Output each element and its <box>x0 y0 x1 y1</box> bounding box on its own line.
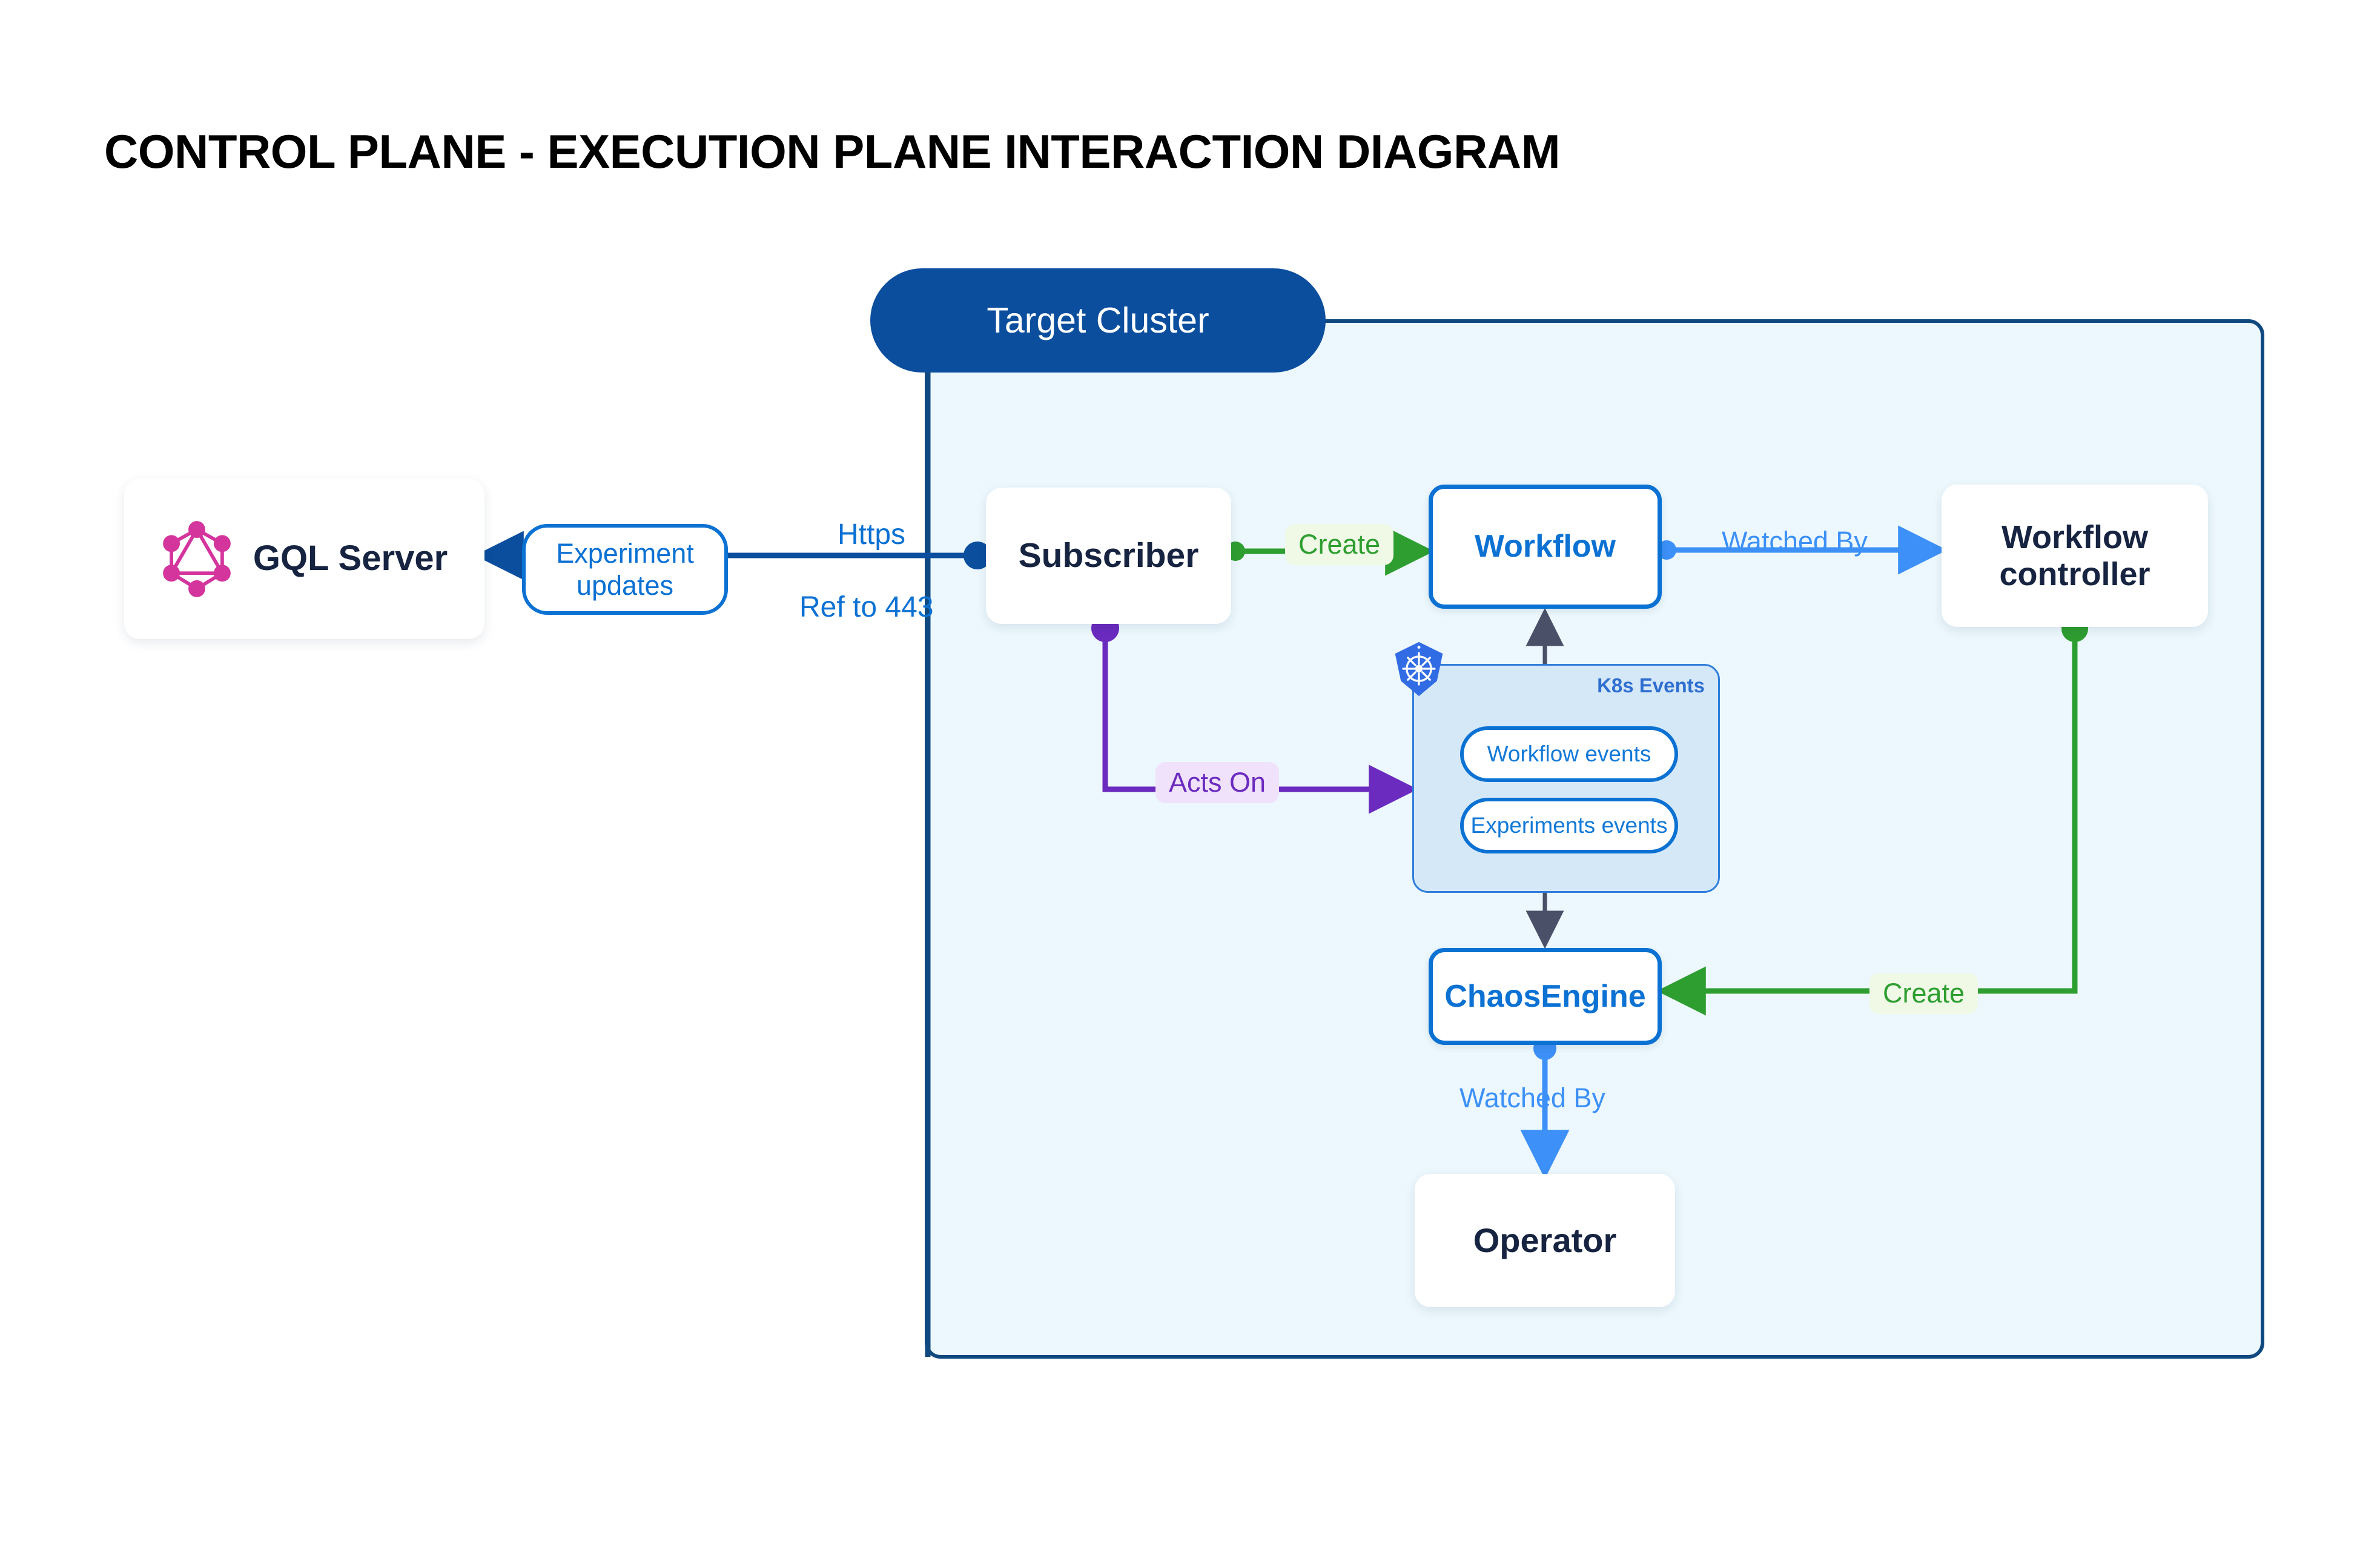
pill-experiments-events[interactable]: Experiments events <box>1460 798 1678 853</box>
edge-label-https: Https <box>838 519 906 551</box>
edge-label-watched-by-controller: Watched By <box>1722 526 1868 557</box>
node-workflow[interactable]: Workflow <box>1429 485 1662 609</box>
node-chaosengine-label: ChaosEngine <box>1444 978 1646 1014</box>
node-gql-server[interactable]: GQL Server <box>124 479 484 639</box>
target-cluster-badge-label: Target Cluster <box>987 300 1209 340</box>
group-k8s-events-label: K8s Events <box>1597 674 1705 697</box>
pill-experiments-events-label: Experiments events <box>1470 813 1668 838</box>
page-title: CONTROL PLANE - EXECUTION PLANE INTERACT… <box>104 125 1561 178</box>
node-operator[interactable]: Operator <box>1415 1174 1675 1307</box>
node-operator-label: Operator <box>1473 1221 1617 1259</box>
node-gql-server-label: GQL Server <box>253 538 448 578</box>
edge-label-ref-to-443: Ref to 443 <box>799 591 934 623</box>
edge-label-experiment-updates: Experiment updates <box>522 524 728 615</box>
node-workflow-controller[interactable]: Workflow controller <box>1942 485 2208 627</box>
target-cluster-badge[interactable]: Target Cluster <box>870 268 1326 373</box>
edge-label-watched-by-operator: Watched By <box>1459 1082 1605 1113</box>
pill-workflow-events[interactable]: Workflow events <box>1460 726 1678 782</box>
node-workflow-controller-label: Workflow controller <box>1999 519 2150 592</box>
node-subscriber-label: Subscriber <box>1018 535 1199 575</box>
edge-label-experiment-updates-text: Experiment updates <box>556 537 694 601</box>
edge-label-acts-on: Acts On <box>1155 762 1280 803</box>
pill-workflow-events-label: Workflow events <box>1487 741 1651 766</box>
node-workflow-label: Workflow <box>1474 529 1616 565</box>
edge-label-create-chaosengine: Create <box>1869 973 1978 1014</box>
kubernetes-helm-icon <box>1390 640 1448 698</box>
node-subscriber[interactable]: Subscriber <box>986 488 1231 624</box>
node-chaosengine[interactable]: ChaosEngine <box>1429 948 1662 1045</box>
edge-label-create-workflow: Create <box>1285 524 1394 565</box>
graphql-logo-icon <box>161 520 233 598</box>
group-k8s-events: K8s Events Workflow events Experiments e… <box>1395 641 1720 893</box>
